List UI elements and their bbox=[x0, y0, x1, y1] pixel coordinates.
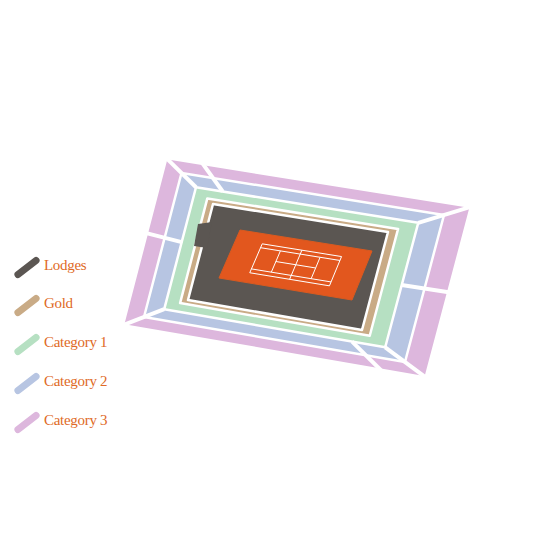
section-gap bbox=[121, 309, 164, 326]
category-2-stand bbox=[144, 173, 444, 362]
legend-entry: Gold bbox=[10, 293, 39, 317]
section-gap bbox=[165, 157, 196, 187]
legend-entry: Category 1 bbox=[10, 332, 73, 356]
section-gap bbox=[352, 342, 381, 371]
legend-label: Category 1 bbox=[44, 334, 107, 351]
court-line bbox=[276, 262, 316, 268]
section-gap bbox=[402, 285, 451, 292]
legend-swatch bbox=[13, 372, 41, 396]
legend-swatch bbox=[13, 294, 41, 318]
section-gap bbox=[145, 233, 181, 242]
legend-label: Lodges bbox=[44, 257, 86, 274]
section-gap bbox=[385, 347, 427, 378]
legend-label: Gold bbox=[44, 295, 73, 312]
lodges-stand bbox=[188, 204, 388, 330]
legend-entry: Category 3 bbox=[10, 410, 73, 434]
legend-swatch bbox=[13, 411, 41, 435]
tennis-court bbox=[219, 230, 372, 300]
legend-entry: Lodges bbox=[10, 255, 52, 279]
court-line bbox=[250, 244, 342, 286]
section-gap bbox=[202, 163, 223, 192]
legend-label: Category 3 bbox=[44, 412, 107, 429]
category-3-stand bbox=[123, 158, 471, 377]
lodge-tab bbox=[194, 222, 212, 248]
legend-swatch bbox=[13, 333, 41, 357]
legend-entry: Category 2 bbox=[10, 371, 73, 395]
gold-stand bbox=[180, 198, 398, 335]
legend-label: Category 2 bbox=[44, 373, 107, 390]
section-gap bbox=[418, 206, 473, 223]
legend-swatch bbox=[13, 256, 41, 280]
category-1-stand bbox=[164, 187, 418, 347]
